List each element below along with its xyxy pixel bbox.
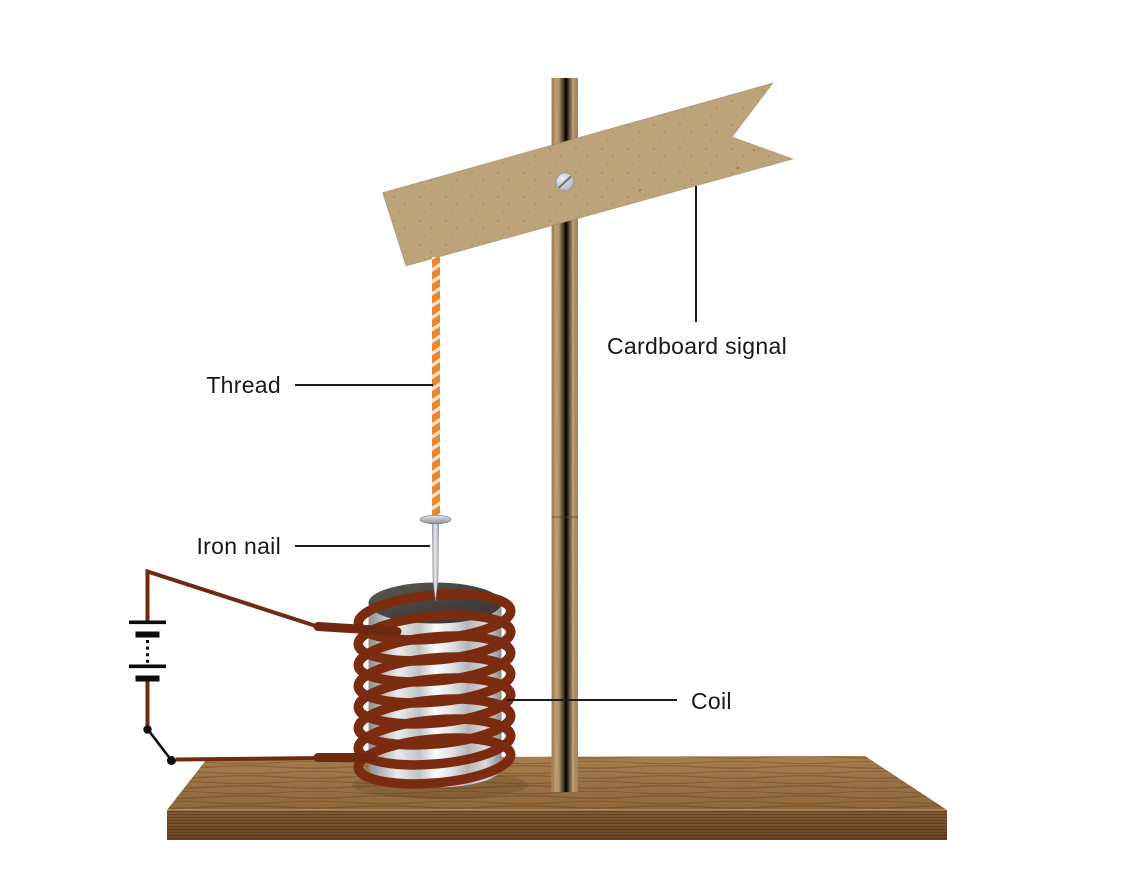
iron-nail [419, 514, 452, 602]
battery-terminal-short-2 [135, 675, 160, 682]
switch-contact-dot-2 [167, 756, 176, 765]
switch [143, 725, 176, 765]
cardboard-speck-red-2 [753, 149, 755, 151]
pivot-screw-slot [558, 175, 572, 189]
cardboard-speck-red-3 [638, 188, 642, 192]
coil-label: Coil [691, 688, 732, 714]
thread-label: Thread [206, 372, 281, 398]
labels: Thread Iron nail Cardboard signal Coil [196, 333, 787, 714]
cardboard-signal-label: Cardboard signal [607, 333, 787, 359]
circuit-wire-bottom [175, 756, 324, 762]
coil-turn [353, 714, 516, 770]
switch-blade [147, 730, 172, 760]
thread [432, 257, 440, 520]
post-joint-line [551, 516, 578, 519]
coil-turn [353, 694, 516, 750]
coil-lead-top [313, 622, 402, 636]
coil-winding [353, 589, 516, 789]
battery-terminal-short-1 [135, 631, 160, 638]
cardboard-signal [382, 82, 795, 267]
circuit-wires [145, 568, 324, 762]
battery-terminal-long-2 [129, 664, 166, 669]
label-lines [295, 186, 697, 701]
coil-leads [313, 622, 402, 762]
cardboard-speck-red-1 [736, 166, 740, 170]
battery-terminal-long-1 [129, 620, 166, 625]
battery-symbol [129, 620, 166, 682]
base-front-grain [167, 810, 947, 840]
cardboard-texture [382, 83, 793, 266]
circuit-wire-top [145, 568, 320, 629]
iron-nail-label: Iron nail [196, 533, 281, 559]
nail-head [419, 514, 452, 525]
coil-turn [353, 733, 516, 789]
